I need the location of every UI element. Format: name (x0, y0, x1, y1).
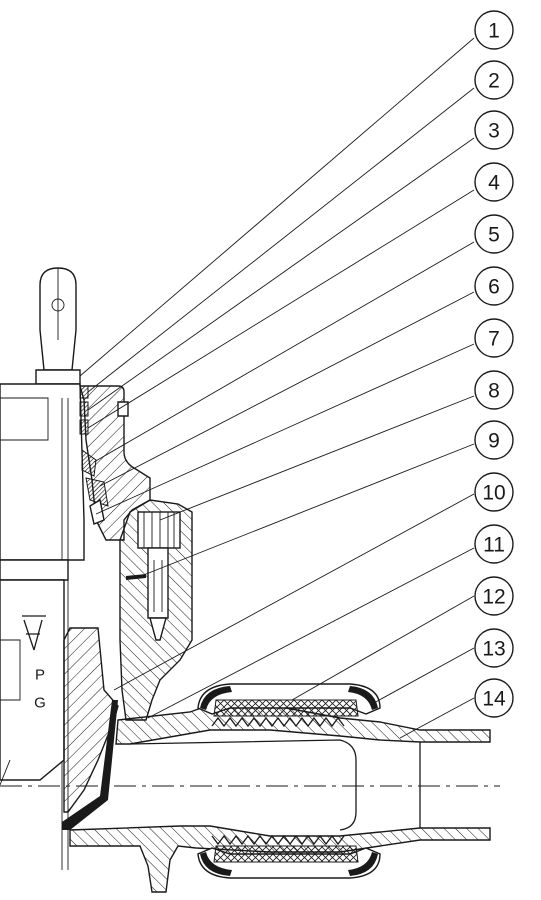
callout-8: 8 (474, 370, 514, 410)
callout-label: 1 (488, 20, 500, 43)
leader-lines (79, 37, 475, 739)
callout-2: 2 (474, 60, 514, 100)
gasket (126, 574, 146, 580)
cast-mark-g: G (34, 695, 46, 712)
callout-7: 7 (474, 318, 514, 358)
wedge (63, 627, 119, 813)
packing-rings (79, 385, 109, 525)
valve-body (0, 383, 85, 870)
callout-label: 7 (488, 328, 500, 351)
callout-1: 1 (474, 10, 514, 50)
pipe-bore (0, 739, 500, 831)
callout-label: 11 (483, 534, 505, 557)
callout-12: 12 (474, 576, 514, 616)
callout-14: 14 (474, 678, 514, 718)
callout-label: 2 (488, 70, 500, 93)
bolt-head-knurl (143, 512, 175, 548)
callout-label: 14 (482, 688, 506, 711)
callout-label: 12 (482, 586, 505, 609)
stem-cap (35, 267, 81, 385)
callout-label: 5 (488, 224, 500, 247)
callout-6: 6 (474, 266, 514, 306)
cast-mark-p: P (35, 667, 45, 684)
callout-5: 5 (474, 214, 514, 254)
callout-label: 13 (482, 638, 505, 661)
callout-label: 3 (488, 120, 500, 143)
callout-label: 4 (488, 172, 500, 195)
coupling-ring-bottom (197, 845, 381, 879)
coupling-ring-top (197, 683, 381, 717)
callout-9: 9 (474, 420, 514, 460)
callout-11: 11 (474, 524, 514, 564)
cast-logo (22, 615, 46, 651)
callout-13: 13 (474, 628, 514, 668)
flange-housing (119, 499, 193, 721)
callout-label: 8 (488, 380, 500, 403)
rubber-lining (62, 700, 118, 830)
callout-label: 9 (488, 430, 500, 453)
callout-4: 4 (474, 162, 514, 202)
callout-3: 3 (474, 110, 514, 150)
callout-label: 10 (482, 482, 505, 505)
callout-label: 6 (488, 276, 500, 299)
callout-10: 10 (474, 472, 514, 512)
grip-teeth (211, 716, 345, 846)
